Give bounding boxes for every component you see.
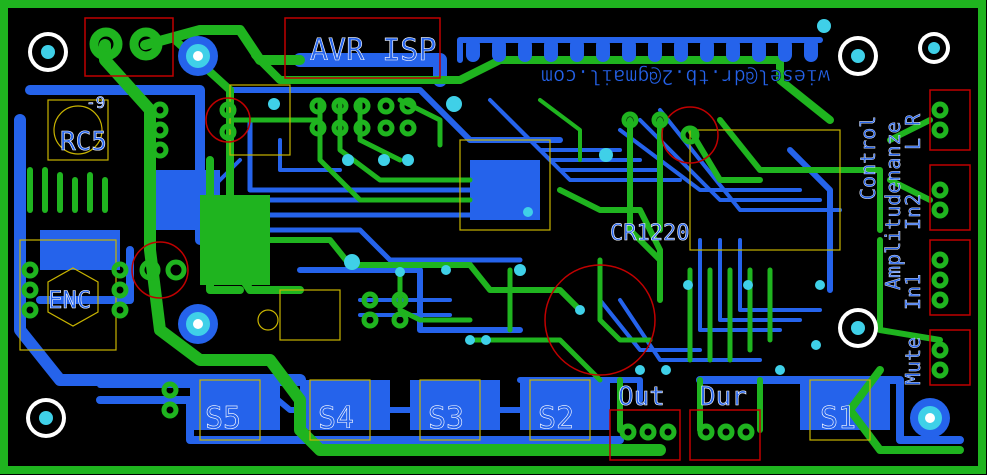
top-copper-pour xyxy=(200,195,270,285)
mounting-hole xyxy=(838,308,878,348)
mounting-hole xyxy=(910,398,950,438)
in1-label: In1 xyxy=(901,274,925,310)
in2-label: In2 xyxy=(901,194,925,230)
isp-pads xyxy=(21,27,949,441)
out-label: Out xyxy=(618,382,665,412)
s4-label: S4 xyxy=(318,401,354,436)
amp-label: Amplitudenanze xyxy=(881,121,905,290)
dur-label: Dur xyxy=(700,382,747,412)
control-label: Control xyxy=(856,116,880,200)
mounting-hole xyxy=(28,32,68,72)
outline-layer xyxy=(84,17,971,461)
mounting-holes xyxy=(26,32,950,438)
mounting-hole xyxy=(178,304,218,344)
rc5-label: RC5 xyxy=(60,127,107,157)
s2-label: S2 xyxy=(538,401,574,436)
email-label: wiesel@dr.tb.2@gmail.com xyxy=(541,65,830,89)
bottom-copper-pours xyxy=(40,160,890,430)
header-connector-top xyxy=(466,38,818,62)
mute-label: Mute xyxy=(901,337,925,385)
s1-label: S1 xyxy=(820,401,856,436)
isp-label: AVR ISP xyxy=(310,33,436,68)
vias xyxy=(268,19,831,375)
mounting-hole xyxy=(178,36,218,76)
mounting-hole xyxy=(918,32,950,64)
mounting-hole xyxy=(838,36,878,76)
s5-label: S5 xyxy=(205,401,241,436)
s3-label: S3 xyxy=(428,401,464,436)
enc-label: ENC xyxy=(48,286,91,314)
cr-label: CR1220 xyxy=(610,221,689,246)
silkscreen-layer xyxy=(19,84,871,441)
mounting-hole xyxy=(26,398,66,438)
lr-label: L R xyxy=(901,113,925,150)
minus-label: -9 xyxy=(86,93,105,112)
